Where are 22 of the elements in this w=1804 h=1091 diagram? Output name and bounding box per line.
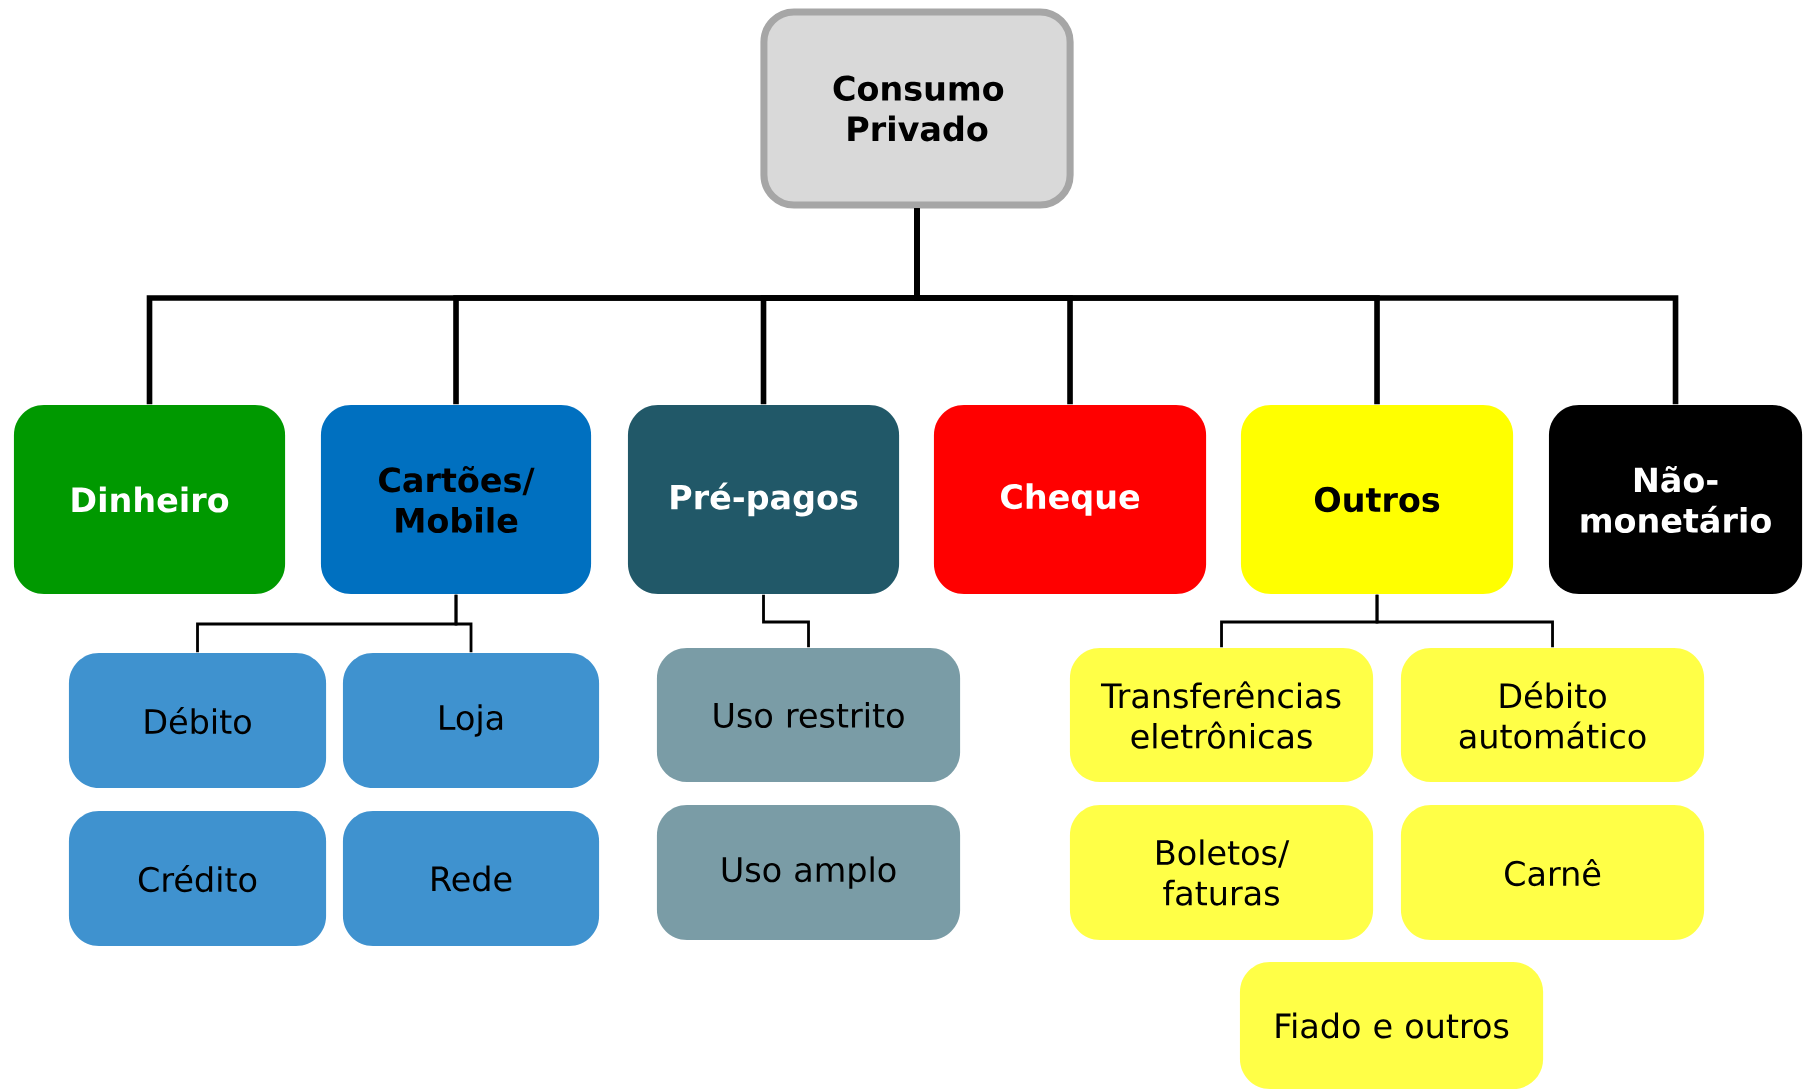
- category-box: Pré-pagos: [627, 404, 900, 595]
- category-box: Dinheiro: [13, 404, 286, 595]
- subcategory-box: Débito: [68, 652, 327, 789]
- category-box: Cartões/ Mobile: [320, 404, 592, 595]
- root-box: Consumo Privado: [760, 8, 1074, 209]
- connector-line: [454, 594, 473, 653]
- subcategory-box: Rede: [342, 810, 600, 947]
- subcategory-box: Boletos/ faturas: [1069, 804, 1374, 941]
- category-box: Outros: [1240, 404, 1514, 595]
- category-box: Cheque: [933, 404, 1207, 595]
- category-box: Não- monetário: [1548, 404, 1803, 595]
- connector-line: [914, 208, 1679, 405]
- subcategory-box: Débito automático: [1400, 647, 1705, 783]
- connector-line: [762, 594, 810, 648]
- subcategory-box: Uso restrito: [656, 647, 961, 783]
- subcategory-box: Transferências eletrônicas: [1069, 647, 1374, 783]
- subcategory-box: Crédito: [68, 810, 327, 947]
- connector-line: [1375, 594, 1554, 648]
- subcategory-box: Carnê: [1400, 804, 1705, 941]
- subcategory-box: Fiado e outros: [1239, 962, 1544, 1090]
- subcategory-box: Loja: [342, 652, 600, 789]
- subcategory-box: Uso amplo: [656, 804, 961, 941]
